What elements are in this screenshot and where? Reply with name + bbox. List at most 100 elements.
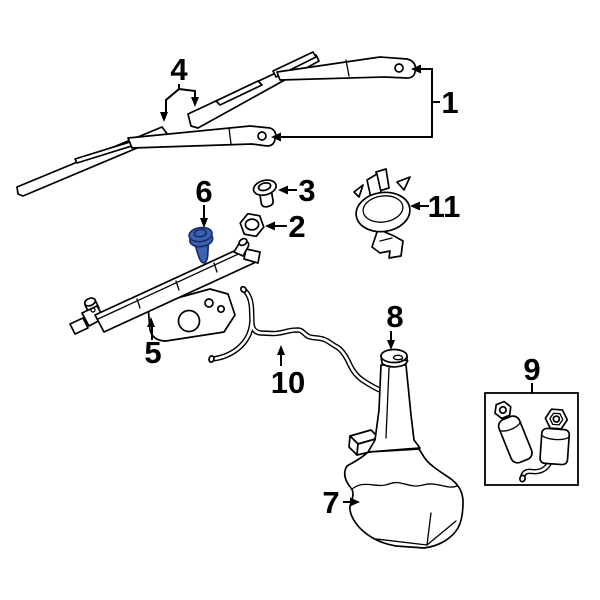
callout-4: 4 — [160, 52, 199, 122]
callout-3-arrowhead — [278, 185, 288, 195]
callout-7: 7 — [322, 485, 360, 520]
arm-body — [276, 56, 417, 81]
callout-11-arrowhead — [410, 201, 420, 211]
nozzle-wing-right — [396, 176, 411, 191]
callout-6-label: 6 — [195, 174, 212, 209]
callout-5: 5 — [144, 317, 162, 370]
reservoir-bottom-edge — [375, 538, 428, 546]
linkage-left-cylinder-top — [83, 297, 97, 307]
callout-5-label: 5 — [144, 335, 161, 370]
reservoir-body — [343, 448, 464, 549]
callout-1-label: 1 — [441, 85, 458, 120]
linkage-plate-hole-1 — [204, 298, 214, 308]
linkage-rail-seg1 — [136, 298, 141, 309]
hose-end-top — [239, 285, 248, 294]
reservoir-top-contour — [351, 481, 458, 490]
pump-left — [494, 400, 533, 464]
callout-2-arrowhead — [265, 221, 275, 231]
hose-main-outline — [241, 287, 386, 395]
washer-hose — [208, 285, 386, 395]
pin-fastener-shapes — [188, 226, 214, 264]
reservoir-filler-cap — [380, 348, 409, 368]
reservoir-filler-neck — [367, 364, 421, 453]
callout-10-arrowhead — [277, 345, 285, 355]
callout-2: 2 — [265, 209, 306, 244]
linkage-plate-hole-2 — [216, 304, 226, 314]
pump-left-seam — [498, 420, 521, 432]
linkage-rail-edge — [97, 249, 248, 320]
wiper-blade-upper — [187, 51, 320, 129]
filler-cap-notch — [401, 359, 409, 362]
linkage-right-crank — [243, 248, 261, 264]
pump-left-cap-hole — [498, 405, 507, 415]
callout-9: 9 — [523, 352, 541, 393]
callout-11-label: 11 — [428, 189, 461, 224]
hose-branch-core — [211, 320, 254, 361]
linkage-left-tip — [69, 317, 89, 335]
cap-fastener — [252, 179, 277, 208]
washer-nozzle — [353, 168, 411, 259]
reservoir-corner-edge — [426, 520, 457, 546]
linkage-crank-pin-top — [238, 237, 248, 247]
callout-7-arrowhead — [350, 497, 360, 507]
pump-left-body — [497, 415, 533, 464]
wiper-linkage-assembly — [69, 237, 261, 342]
callout-8: 8 — [386, 299, 404, 350]
pump-right-cap-inner — [549, 412, 564, 426]
nozzle-wing-left — [353, 184, 364, 198]
callout-7-label: 7 — [322, 485, 339, 520]
callout-6: 6 — [195, 174, 213, 228]
linkage-rail-seg3 — [213, 262, 218, 273]
washer-pump-kit — [484, 392, 579, 486]
pump-hose-end — [519, 474, 526, 483]
callout-9-label: 9 — [523, 352, 540, 387]
pump-right-seam — [541, 433, 570, 441]
callout-3: 3 — [278, 173, 316, 208]
pump-right-cap-hole — [552, 415, 561, 423]
filler-neck-body — [367, 364, 421, 453]
nozzle-bracket — [371, 228, 404, 259]
hose-end-left — [208, 354, 215, 364]
blade-slot — [215, 80, 263, 106]
callout-1-arrowhead-bottom — [271, 132, 281, 142]
linkage-motor-hub — [177, 309, 201, 333]
pin-fastener-highlighted — [188, 226, 214, 264]
callout-11: 11 — [410, 189, 460, 224]
nozzle-dome-inner — [362, 195, 404, 223]
callout-4-arrowhead-right — [191, 97, 199, 107]
arm-pivot-hole — [257, 131, 267, 141]
reservoir-facet-edge — [426, 512, 432, 546]
pump-right — [539, 408, 571, 466]
cap-head-inner — [257, 182, 272, 192]
nozzle-bracket-line — [379, 237, 393, 242]
pump-hose-core — [521, 460, 552, 480]
callout-4-arrowhead — [160, 112, 168, 122]
hex-nut — [239, 212, 265, 238]
callout-8-arrowhead — [387, 340, 395, 350]
nozzle-dome — [355, 191, 411, 233]
pin-head-inner — [193, 228, 208, 238]
callout-4-leader — [165, 84, 180, 113]
callout-6-arrowhead — [200, 218, 208, 228]
callout-1: 1 — [271, 64, 459, 142]
arm-pivot-hole — [394, 63, 404, 73]
filler-neck-line — [385, 367, 390, 439]
callout-1-arrowhead-top — [411, 64, 421, 74]
pump-right-body — [539, 427, 571, 466]
callout-10-label: 10 — [271, 365, 305, 400]
wiper-arm-upper — [276, 56, 417, 81]
hose-main-core — [242, 288, 385, 393]
callout-8-label: 8 — [386, 299, 403, 334]
arm-joint-line — [228, 127, 232, 145]
filler-cap-detail — [392, 354, 404, 361]
callout-5-arrowhead — [147, 317, 155, 327]
callout-4-label: 4 — [170, 52, 188, 87]
linkage-left-pin — [90, 307, 96, 313]
nut-hole — [244, 218, 260, 231]
arm-body — [127, 125, 277, 149]
wiper-arm-lower — [127, 125, 277, 149]
callout-2-label: 2 — [288, 209, 305, 244]
linkage-rail-seg2 — [175, 280, 180, 291]
callout-4-leader-right — [178, 88, 196, 98]
